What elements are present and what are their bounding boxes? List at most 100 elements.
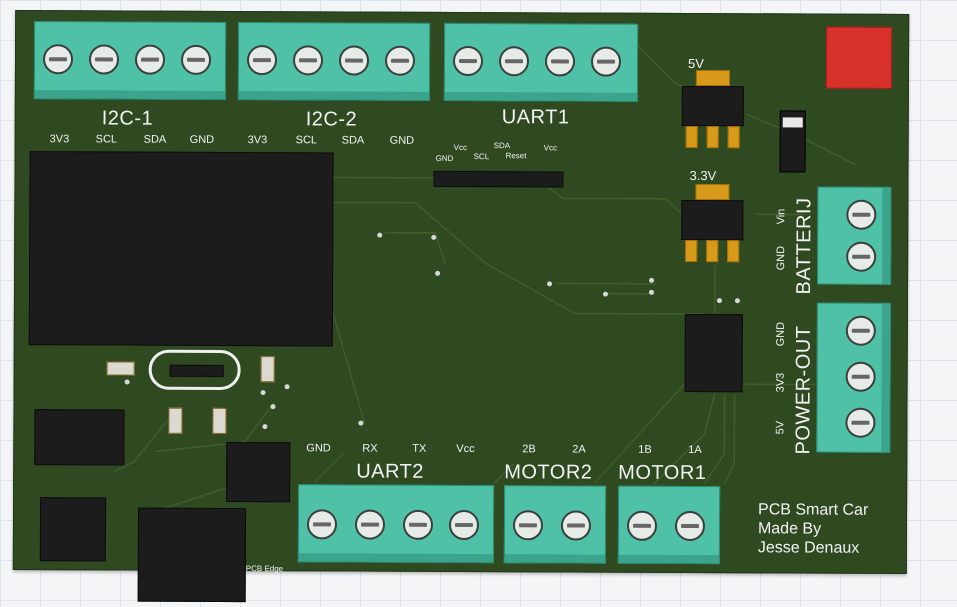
i2c2-terminal-block[interactable] [237, 22, 431, 101]
screw-icon [448, 509, 480, 541]
i2c2-pin-label: SCL [295, 134, 318, 147]
motor2-terminal-block[interactable] [503, 485, 607, 564]
red-led[interactable] [825, 26, 893, 89]
via-dot [431, 234, 437, 240]
screw-icon [402, 509, 434, 540]
pin-header[interactable] [433, 170, 564, 188]
power-out-pin-label: GND [774, 321, 787, 347]
battery-terminal-block[interactable] [817, 186, 892, 285]
screw-icon [846, 241, 877, 272]
via-dot [734, 298, 740, 304]
uart2-pin-label: GND [306, 442, 331, 455]
uart2-pin-label: Vcc [456, 442, 475, 456]
main-module-ic[interactable] [28, 151, 334, 347]
screw-icon [544, 46, 576, 77]
screw-icon [306, 509, 338, 540]
i2c1-pin-label: GND [189, 133, 215, 146]
power-out-pin-label: 5V [774, 420, 787, 435]
motor2-pin-label: 2A [572, 443, 586, 456]
regulator-5v[interactable] [681, 85, 744, 127]
ic-left-upper[interactable] [34, 409, 125, 466]
uart1-terminal-block[interactable] [443, 22, 639, 102]
motor1-pin-label: 1A [688, 443, 702, 457]
screw-icon [845, 361, 876, 392]
regulator-3v3[interactable] [681, 199, 744, 241]
regulator-3v3-pin [685, 239, 698, 263]
credit-line: Made By [757, 520, 822, 538]
screw-icon [88, 44, 120, 75]
regulator-3v3-tab [695, 184, 730, 201]
screw-icon [590, 46, 622, 77]
screw-icon [292, 45, 324, 76]
credit-line: PCB Smart Car [758, 501, 869, 519]
screw-icon [42, 44, 74, 75]
ic-center-small[interactable] [226, 441, 291, 503]
via-dot [648, 289, 655, 295]
via-dot [602, 291, 609, 297]
power-out-pin-label: 3V3 [774, 372, 787, 393]
regulator-5v-label: 5V [687, 55, 704, 72]
diode[interactable] [779, 110, 806, 173]
screw-icon [626, 510, 658, 541]
via-dot [358, 420, 364, 426]
header-pin-bottom-label: SCL [473, 152, 490, 162]
screw-icon [560, 510, 592, 541]
header-pin-top-label: Vcc [543, 143, 557, 153]
screw-icon [452, 45, 484, 77]
via-dot [270, 404, 276, 410]
motor1-terminal-block[interactable] [617, 485, 721, 565]
motor2-pin-label: 2B [522, 443, 536, 456]
uart2-title: UART2 [356, 460, 424, 483]
motor1-pin-label: 1B [638, 443, 652, 456]
header-pin-top-label: SDA [493, 141, 511, 151]
header-pin-bottom-label: GND [435, 153, 454, 163]
via-dot [435, 270, 441, 276]
uart2-pin-label: TX [412, 442, 427, 455]
i2c2-pin-label: GND [389, 134, 415, 147]
i2c1-pin-label: SCL [95, 133, 118, 146]
regulator-5v-pin [685, 125, 698, 149]
battery-pin-label: Vin [775, 208, 788, 225]
smd-capacitor[interactable] [168, 407, 183, 434]
regulator-3v3-label: 3.3V [689, 167, 717, 184]
via-dot [547, 281, 553, 287]
via-dot [716, 298, 722, 304]
battery-pin-label: GND [775, 245, 788, 271]
pcb-edge-label: PCB Edge [245, 564, 284, 574]
screw-icon [674, 510, 706, 542]
battery-title: BATTERIJ [792, 197, 816, 295]
smd-capacitor[interactable] [260, 356, 275, 383]
regulator-5v-pin [706, 126, 719, 149]
screw-icon [338, 45, 370, 76]
smd-resistor[interactable] [106, 361, 135, 376]
i2c2-pin-label: SDA [341, 134, 365, 147]
regulator-3v3-pin [706, 240, 719, 263]
via-dot [284, 384, 290, 390]
screw-icon [846, 199, 877, 230]
pcb-board[interactable]: I2C-1 3V3 SCL SDA GND I2C-2 3V3 SCL SDA … [12, 10, 910, 603]
smd-capacitor[interactable] [212, 407, 227, 434]
i2c1-terminal-block[interactable] [33, 21, 227, 100]
ic-left-lower[interactable] [39, 497, 107, 562]
diode-band [782, 117, 803, 128]
uart2-terminal-block[interactable] [297, 484, 495, 564]
i2c2-pin-label: 3V3 [247, 134, 268, 147]
crystal-oscillator[interactable] [148, 349, 241, 391]
power-out-terminal-block[interactable] [816, 302, 891, 453]
motor1-title: MOTOR1 [618, 461, 707, 485]
header-pin-bottom-label: Reset [505, 151, 527, 161]
via-dot [262, 424, 268, 430]
motor-driver-ic[interactable] [684, 313, 743, 393]
regulator-3v3-pin [727, 240, 740, 263]
screw-icon [134, 44, 166, 75]
screw-icon [354, 509, 386, 540]
credit-line: Jesse Denaux [757, 539, 860, 557]
motor2-title: MOTOR2 [504, 461, 593, 484]
i2c1-pin-label: SDA [143, 133, 167, 146]
via-dot [377, 232, 383, 238]
screw-icon [512, 510, 544, 541]
usb-connector[interactable] [137, 507, 247, 603]
screw-icon [845, 407, 876, 438]
screw-icon [246, 45, 278, 76]
header-pin-top-label: Vcc [453, 142, 467, 153]
